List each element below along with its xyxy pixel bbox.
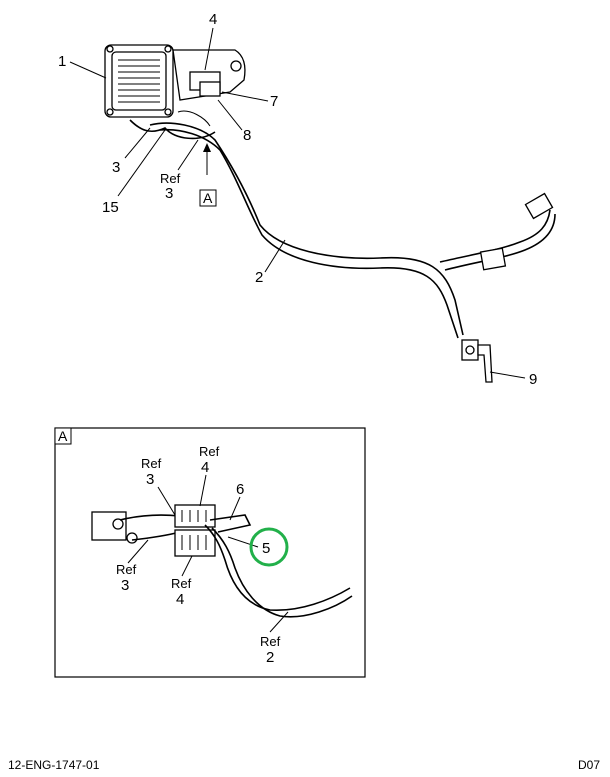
callout-9: 9	[529, 371, 537, 388]
mounting-bracket	[172, 49, 246, 101]
callout-6: 6	[236, 481, 244, 498]
ground-bracket	[461, 339, 493, 383]
harness-cable	[129, 110, 556, 339]
view-a-label: A	[203, 190, 213, 206]
highlight-circle	[249, 527, 289, 567]
callout-3: 3	[112, 159, 120, 176]
callout-1: 1	[58, 53, 66, 70]
callout-8: 8	[243, 127, 251, 144]
ref-3-bottom-ref: Ref	[116, 562, 137, 577]
ref-2-ref: Ref	[260, 634, 281, 649]
callout-7: 7	[270, 93, 278, 110]
ref-4-top-ref: Ref	[199, 444, 220, 459]
drawing-number: 12-ENG-1747-01	[8, 758, 100, 772]
callout-2: 2	[255, 269, 263, 286]
callout-5: 5	[262, 540, 270, 557]
detail-frame-label-box	[54, 427, 72, 445]
detail-leaders	[127, 474, 289, 633]
view-a-box	[199, 189, 217, 207]
ref-3-number: 3	[165, 185, 173, 202]
detail-frame	[54, 427, 366, 678]
ref-2-number: 2	[266, 649, 274, 666]
ref-3-top-ref: Ref	[141, 456, 162, 471]
callout-4: 4	[209, 11, 217, 28]
ref-4-bottom-ref: Ref	[171, 576, 192, 591]
callout-15: 15	[102, 199, 119, 216]
ref-4-bottom-number: 4	[176, 591, 184, 608]
view-a-arrow	[203, 143, 211, 152]
sheet-code: D07	[577, 758, 600, 772]
ref-3-top-number: 3	[146, 471, 154, 488]
ref-label: Ref	[160, 171, 181, 186]
ref-4-top-number: 4	[201, 459, 209, 476]
detail-frame-label: A	[58, 428, 68, 444]
control-module	[104, 44, 174, 118]
ref-3-bottom-number: 3	[121, 577, 129, 594]
detail-assembly	[91, 504, 353, 618]
main-leaders	[69, 27, 526, 379]
